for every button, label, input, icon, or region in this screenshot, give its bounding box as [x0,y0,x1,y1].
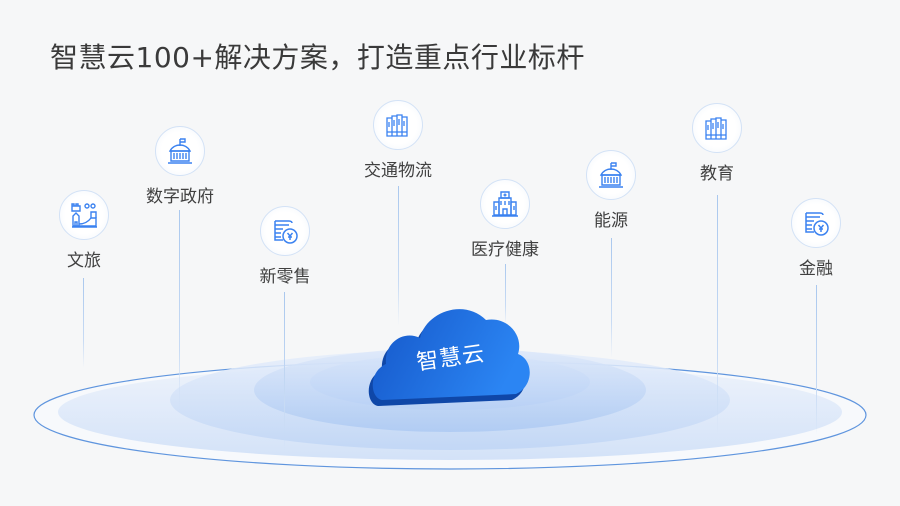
industry-label: 金融 [799,259,833,279]
connector-line [816,285,817,435]
industry-node-energy[interactable]: 能源 [551,150,671,231]
icon-badge [59,190,109,240]
industry-node-new-retail[interactable]: 新零售 [225,206,345,287]
icon-badge [373,100,423,150]
icon-badge [791,198,841,248]
books-icon [705,117,727,140]
connector-line [717,195,718,435]
page-title: 智慧云100+解决方案，打造重点行业标杆 [50,41,585,74]
great-wall-icon [71,203,97,228]
cloud-icon [368,309,530,406]
coins-yuan-icon [274,220,298,244]
industry-node-tourism[interactable]: 文旅 [24,190,144,271]
industry-node-finance[interactable]: 金融 [756,198,876,279]
industry-node-transport-logistics[interactable]: 交通物流 [338,100,458,181]
connector-line [179,210,180,410]
industry-label: 数字政府 [146,187,214,207]
hospital-icon [492,191,518,217]
connector-line [611,238,612,358]
industry-label: 新零售 [259,267,311,287]
industry-node-digital-government[interactable]: 数字政府 [120,126,240,207]
industry-label: 能源 [594,211,628,231]
icon-badge [692,103,742,153]
icon-badge [260,206,310,256]
connector-line [83,278,84,368]
icon-badge [480,179,530,229]
books-icon [386,114,408,137]
industry-label: 医疗健康 [471,240,539,260]
icon-badge [155,126,205,176]
industry-label: 教育 [700,164,734,184]
coins-yuan-icon [805,212,829,236]
industry-node-education[interactable]: 教育 [657,103,777,184]
connector-line [284,292,285,452]
industry-label: 交通物流 [364,161,432,181]
smart-cloud-center[interactable]: 智慧云 [368,290,538,420]
connector-line [505,264,506,324]
industry-label: 文旅 [67,251,101,271]
government-building-icon [168,138,192,164]
industry-node-healthcare[interactable]: 医疗健康 [445,179,565,260]
connector-line [398,186,399,326]
icon-badge [586,150,636,200]
government-building-icon [599,162,623,188]
